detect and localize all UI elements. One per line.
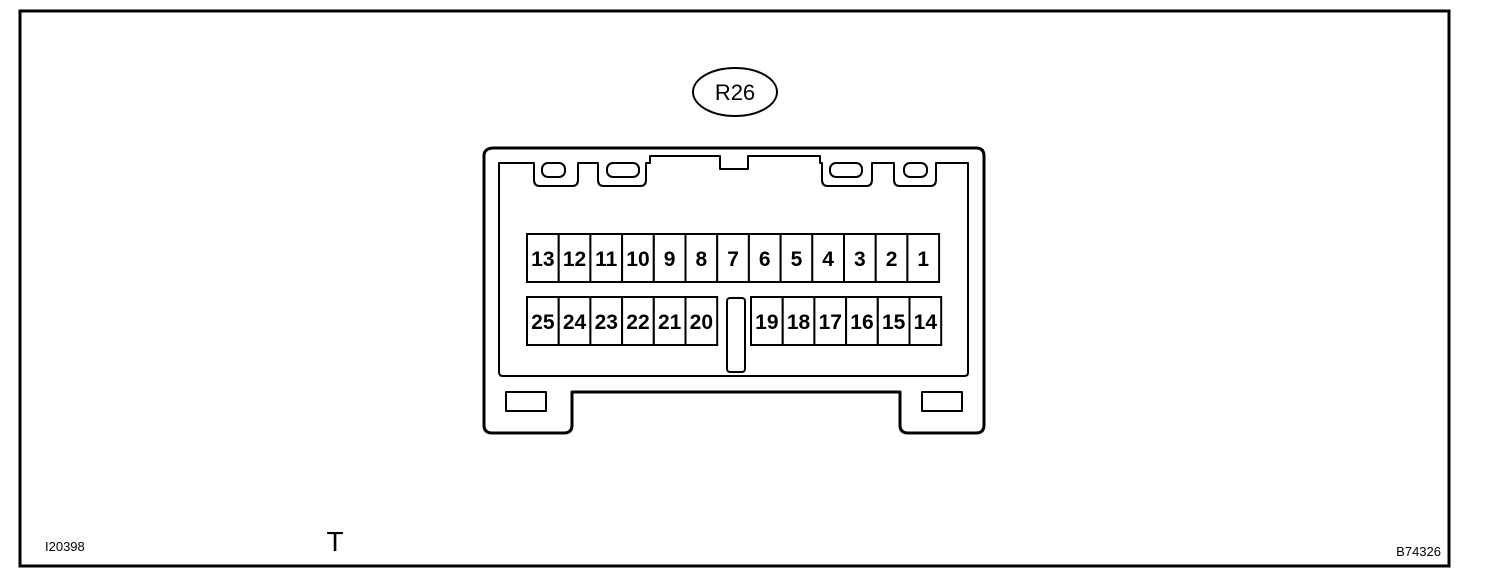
pin-box (589, 296, 624, 346)
pin-number: 4 (822, 248, 834, 271)
pin-cell-4: 4 (811, 233, 845, 283)
pin-cell-19: 19 (750, 296, 784, 346)
pin-cell-20: 20 (684, 296, 719, 346)
pin-cell-11: 11 (589, 233, 624, 283)
housing-inner (498, 155, 969, 377)
pin-cell-10: 10 (621, 233, 655, 283)
figure-code-right: B74326 (1396, 544, 1441, 559)
pin-number: 19 (755, 311, 778, 334)
pin-cell-12: 12 (557, 233, 592, 283)
connector-label: R26 (692, 67, 778, 117)
pin-cell-18: 18 (781, 296, 816, 346)
pin-number: 22 (626, 311, 649, 334)
pin-cell-5: 5 (779, 233, 814, 283)
pin-number: 24 (563, 311, 587, 334)
pin-number: 12 (563, 248, 586, 271)
lock-slot (903, 162, 928, 178)
lock-slot (829, 162, 863, 178)
pin-cell-25: 25 (526, 296, 560, 346)
pin-cell-24: 24 (557, 296, 592, 346)
pin-number: 14 (914, 311, 938, 334)
pin-box (906, 233, 941, 283)
pin-number: 6 (759, 248, 771, 271)
pin-number: 7 (727, 248, 739, 271)
pin-cell-15: 15 (876, 296, 911, 346)
pin-cell-23: 23 (589, 296, 624, 346)
pin-number: 18 (787, 311, 811, 334)
pin-box (813, 296, 848, 346)
pin-number: 20 (690, 311, 713, 334)
pin-box (684, 296, 719, 346)
pin-number: 15 (882, 311, 906, 334)
pin-cell-8: 8 (684, 233, 719, 283)
pin-box (557, 296, 592, 346)
pin-number: 1 (917, 248, 929, 271)
pin-box (908, 296, 943, 346)
pin-number: 3 (854, 248, 866, 271)
pin-number: 25 (531, 311, 555, 334)
pin-cell-13: 13 (526, 233, 560, 283)
pin-box (750, 296, 784, 346)
center-key (726, 297, 746, 373)
pin-cell-7: 7 (716, 233, 750, 283)
pin-cell-16: 16 (845, 296, 879, 346)
pin-number: 16 (850, 311, 873, 334)
connector-label-ellipse (692, 67, 778, 117)
pin-number: 2 (886, 248, 898, 271)
pin-cell-2: 2 (874, 233, 909, 283)
pin-cell-17: 17 (813, 296, 848, 346)
pin-number: 8 (696, 248, 708, 271)
pin-cell-1: 1 (906, 233, 941, 283)
foot-tab-left (505, 391, 547, 412)
pin-box (652, 296, 687, 346)
pin-cell-21: 21 (652, 296, 687, 346)
t-mark: T (326, 526, 343, 557)
pin-box (811, 233, 845, 283)
pin-number: 17 (819, 311, 842, 334)
pin-number: 9 (664, 248, 676, 271)
pin-number: 23 (595, 311, 618, 334)
foot-tab-right (921, 391, 963, 412)
pin-number: 5 (791, 248, 803, 271)
pin-number: 13 (531, 248, 554, 271)
figure-code-left: I20398 (45, 539, 85, 554)
pin-cell-6: 6 (747, 233, 782, 283)
diagram-frame (18, 9, 1451, 568)
connector-housing (482, 146, 986, 435)
pin-box (557, 233, 592, 283)
lock-slot (541, 162, 566, 178)
pin-cell-9: 9 (652, 233, 687, 283)
pin-cell-14: 14 (908, 296, 943, 346)
pin-number: 10 (626, 248, 649, 271)
pin-cell-3: 3 (843, 233, 877, 283)
lock-slot (606, 162, 640, 178)
pin-number: 11 (595, 248, 618, 271)
housing-outline (482, 146, 986, 435)
pin-box (526, 296, 560, 346)
pin-cell-22: 22 (621, 296, 655, 346)
connector-label-text: R26 (715, 80, 755, 105)
pin-number: 21 (658, 311, 682, 334)
